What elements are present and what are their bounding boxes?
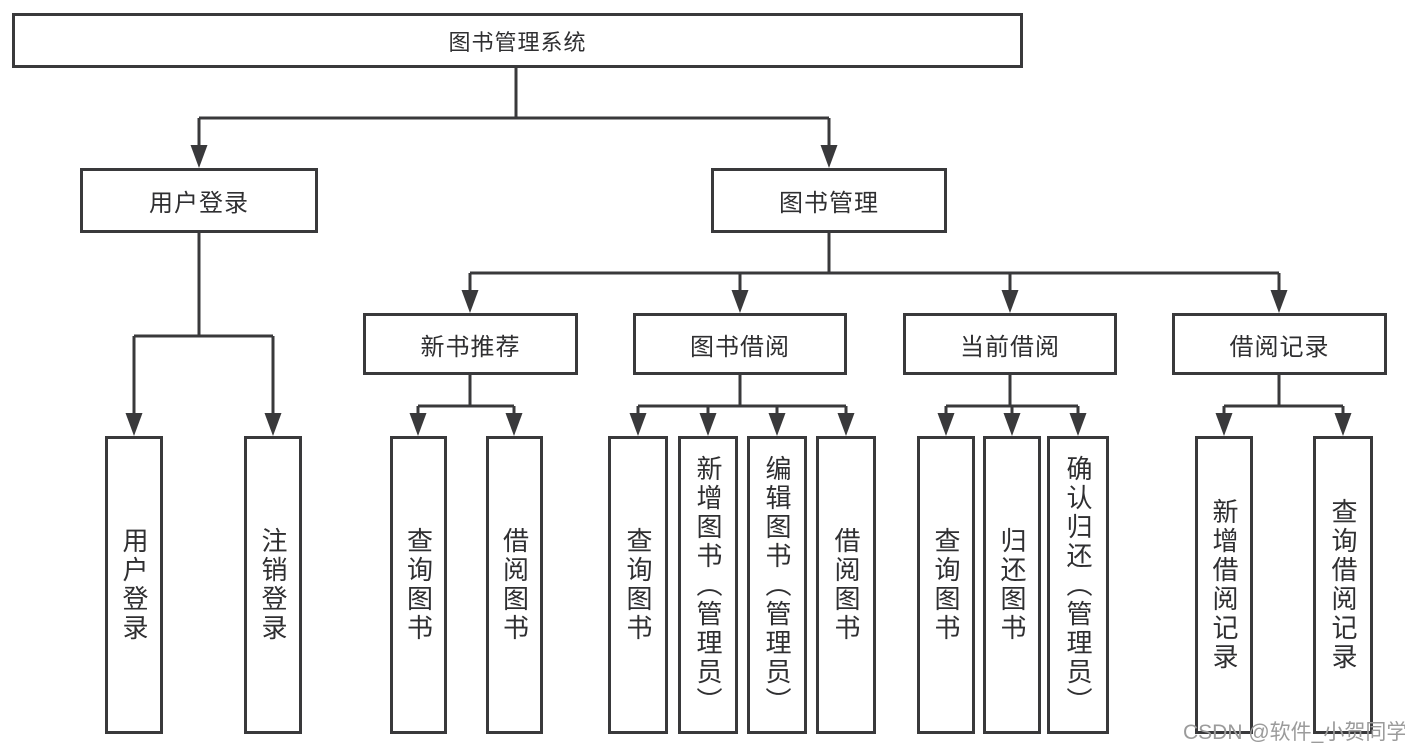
node-label: 确认归还（管理员） <box>1063 454 1093 716</box>
node-label: 图书管理 <box>779 190 879 217</box>
connector-path <box>132 68 1345 418</box>
node-label: 图书借阅 <box>690 333 790 361</box>
arrowhead <box>837 413 855 436</box>
node-book-management: 图书管理 <box>711 168 947 233</box>
arrowhead <box>1069 413 1087 436</box>
node-add-book-admin: 新增图书（管理员） <box>678 436 738 734</box>
node-query-borrow-record: 查询借阅记录 <box>1313 436 1373 734</box>
node-user-login-action: 用户登录 <box>105 436 163 734</box>
node-label: 新增图书（管理员） <box>693 454 723 716</box>
node-label: 借阅图书 <box>499 527 530 643</box>
node-label: 查询借阅记录 <box>1328 498 1358 672</box>
node-label: 用户登录 <box>119 527 149 643</box>
arrowhead <box>768 413 786 436</box>
arrowhead <box>505 413 523 436</box>
arrowhead <box>190 145 208 168</box>
node-return-books: 归还图书 <box>983 436 1041 734</box>
arrowhead <box>629 413 647 436</box>
node-borrow-books-2: 借阅图书 <box>816 436 876 734</box>
node-label: 当前借阅 <box>960 333 1060 361</box>
arrowhead <box>1001 290 1019 313</box>
node-logout: 注销登录 <box>244 436 302 734</box>
node-label: 用户登录 <box>149 190 249 217</box>
node-query-books: 查询图书 <box>390 436 447 734</box>
arrowhead <box>1215 413 1233 436</box>
node-library-management-system: 图书管理系统 <box>12 13 1023 68</box>
node-label: 新书推荐 <box>420 333 521 361</box>
arrowhead <box>731 290 749 313</box>
node-user-login: 用户登录 <box>80 168 318 233</box>
arrowhead <box>1334 413 1352 436</box>
node-query-books-2: 查询图书 <box>608 436 668 734</box>
arrowhead <box>937 413 955 436</box>
arrowhead <box>699 413 717 436</box>
arrowhead <box>461 290 479 313</box>
node-label: 归还图书 <box>997 527 1027 643</box>
node-label: 借阅记录 <box>1229 333 1330 361</box>
watermark: CSDN @软件_小贺同学 <box>1183 721 1405 744</box>
node-borrow-books: 借阅图书 <box>486 436 543 734</box>
arrowhead <box>125 413 143 436</box>
node-label: 查询图书 <box>623 527 653 643</box>
arrowhead <box>409 413 427 436</box>
node-label: 图书管理系统 <box>448 29 587 55</box>
node-label: 查询图书 <box>403 527 434 643</box>
node-label: 查询图书 <box>931 527 961 643</box>
node-add-borrow-record: 新增借阅记录 <box>1195 436 1253 734</box>
node-book-borrow: 图书借阅 <box>633 313 847 375</box>
node-current-borrow: 当前借阅 <box>903 313 1117 375</box>
node-borrow-records: 借阅记录 <box>1172 313 1387 375</box>
node-confirm-return-admin: 确认归还（管理员） <box>1047 436 1109 734</box>
node-new-book-recommend: 新书推荐 <box>363 313 578 375</box>
node-query-books-3: 查询图书 <box>917 436 975 734</box>
arrowhead <box>1003 413 1021 436</box>
node-label: 编辑图书（管理员） <box>762 454 792 716</box>
node-label: 新增借阅记录 <box>1209 498 1239 672</box>
arrowhead <box>1270 290 1288 313</box>
node-label: 借阅图书 <box>831 527 861 643</box>
arrowhead <box>264 413 282 436</box>
arrowhead <box>820 145 838 168</box>
node-edit-book-admin: 编辑图书（管理员） <box>747 436 807 734</box>
node-label: 注销登录 <box>258 527 288 643</box>
